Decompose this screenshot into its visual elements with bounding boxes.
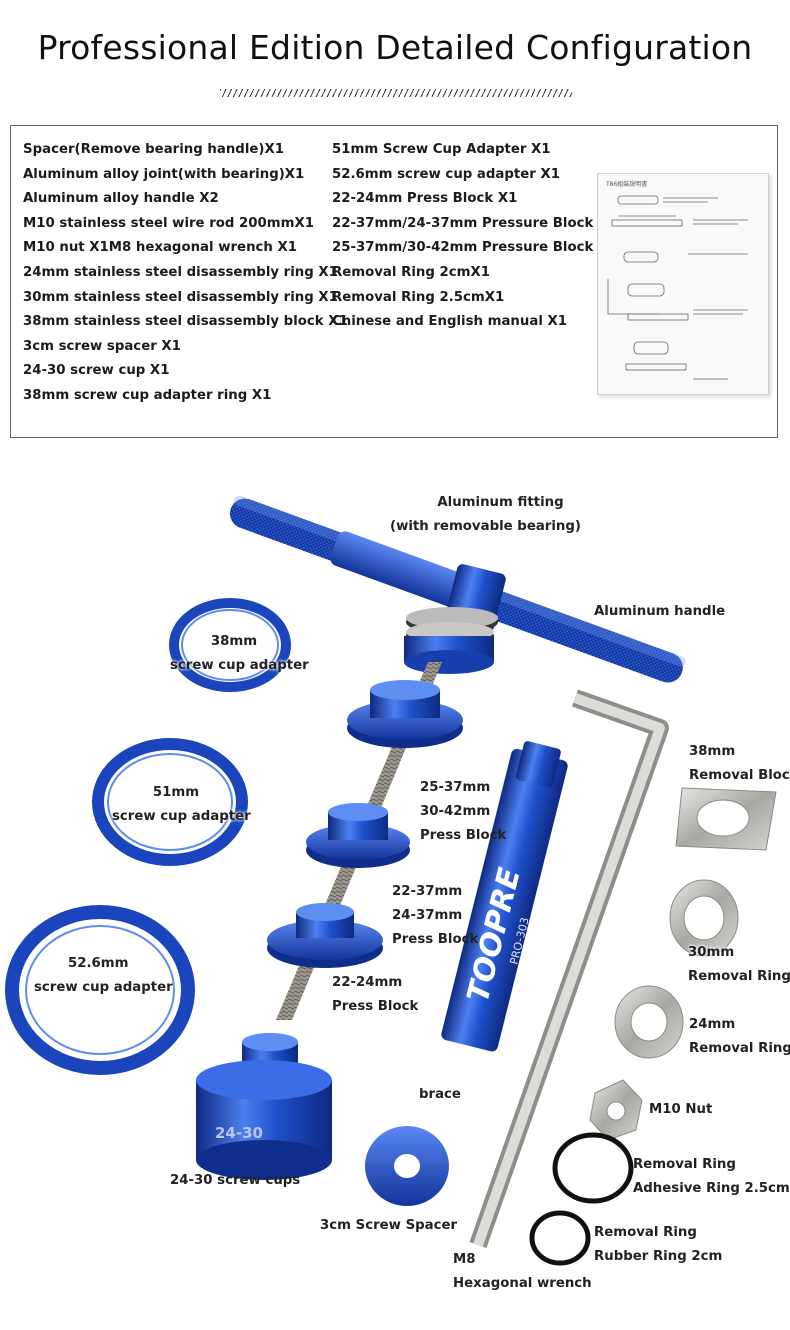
- config-item: M10 stainless steel wire rod 200mmX1: [23, 215, 315, 231]
- manual-sketch: T86組裝說明書: [605, 180, 748, 380]
- config-item: 22-37mm/24-37mm Pressure Block X1: [332, 215, 618, 231]
- config-item: 24-30 screw cup X1: [23, 363, 170, 379]
- hex-wrench: [469, 689, 669, 1248]
- removal-block-38: [675, 787, 777, 851]
- config-item: 51mm Screw Cup Adapter X1: [332, 142, 551, 157]
- config-item: M10 nut X1M8 hexagonal wrench X1: [23, 240, 298, 256]
- label-aluminum-fitting: Aluminum fitting (with removable bearing…: [390, 495, 581, 534]
- label-aluminum-handle: Aluminum handle: [594, 604, 726, 619]
- config-item: 24mm stainless steel disassembly ring X1: [23, 264, 338, 280]
- press-block-25-37: [347, 680, 463, 748]
- config-item: Removal Ring 2cmX1: [332, 264, 490, 280]
- configuration-box: Spacer(Remove bearing handle)X1 Aluminum…: [10, 125, 778, 438]
- press-block-22-24: [267, 903, 383, 968]
- config-item: 38mm screw cup adapter ring X1: [23, 387, 272, 403]
- adapter-ring-38: [169, 598, 291, 692]
- config-item: 3cm screw spacer X1: [23, 338, 181, 354]
- tool-kit-illustration: 24-30 TOOPRE PRO-303: [5, 495, 777, 1266]
- adapter-ring-51: [92, 738, 248, 866]
- config-item: 25-37mm/30-42mm Pressure Block X1: [332, 240, 618, 256]
- config-list-right: 51mm Screw Cup Adapter X1 52.6mm screw c…: [332, 138, 617, 335]
- config-item: 38mm stainless steel disassembly block X…: [23, 314, 348, 330]
- m10-nut: [589, 1079, 643, 1141]
- removal-ring-30: [669, 879, 739, 957]
- removal-ring-24: [614, 985, 684, 1059]
- label-brace: brace: [419, 1087, 461, 1102]
- config-list-left: Spacer(Remove bearing handle)X1 Aluminum…: [23, 138, 348, 409]
- press-block-22-37: [306, 803, 410, 868]
- title-divider: [220, 89, 572, 97]
- config-item: 52.6mm screw cup adapter X1: [332, 166, 560, 182]
- adapter-ring-52-6: [5, 905, 195, 1075]
- page-title: Professional Edition Detailed Configurat…: [37, 28, 753, 67]
- rubber-ring: [529, 1210, 591, 1266]
- config-item: Removal Ring 2.5cmX1: [332, 289, 505, 305]
- adhesive-ring: [552, 1132, 634, 1204]
- label-screw-spacer: 3cm Screw Spacer: [320, 1218, 458, 1233]
- config-item: Spacer(Remove bearing handle)X1: [23, 142, 284, 157]
- config-item: Aluminum alloy joint(with bearing)X1: [23, 166, 305, 182]
- manual-image: T86組裝說明書: [597, 173, 769, 395]
- screw-spacer: [365, 1126, 449, 1206]
- manual-title: T86組裝說明書: [605, 180, 647, 188]
- config-item: Aluminum alloy handle X2: [23, 191, 219, 207]
- config-item: 30mm stainless steel disassembly ring X1: [23, 289, 338, 305]
- config-item: Chinese and English manual X1: [332, 314, 568, 330]
- screw-cup-24-30: 24-30: [196, 1033, 332, 1180]
- config-item: 22-24mm Press Block X1: [332, 191, 518, 207]
- label-m10-nut: M10 Nut: [649, 1102, 713, 1117]
- label-screw-cups: 24-30 screw cups: [170, 1173, 301, 1188]
- cup-engraving: 24-30: [215, 1124, 263, 1142]
